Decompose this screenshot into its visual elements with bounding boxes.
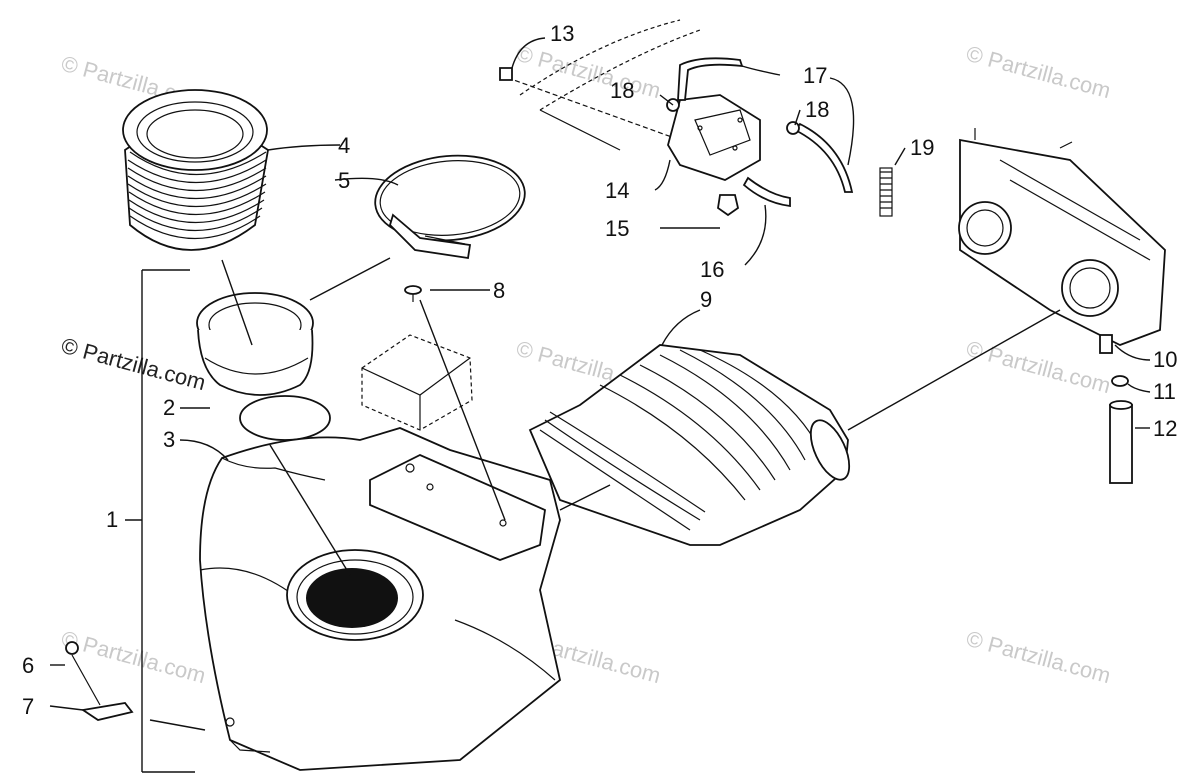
clip-plate-part [71, 654, 134, 721]
bracket-part [361, 285, 473, 431]
watermark: © Partzilla.com [514, 41, 664, 104]
callout-5: 5 [338, 168, 350, 193]
callout-12: 12 [1153, 416, 1177, 441]
clip-part [1111, 375, 1129, 387]
callout-labels: 1 2 3 4 5 6 7 8 9 10 11 12 13 14 15 16 1… [22, 21, 1177, 719]
watermark-prominent: © Partzilla.com [59, 333, 209, 396]
watermark: © Partzilla.com [964, 626, 1114, 689]
callout-2: 2 [163, 395, 175, 420]
callout-6: 6 [22, 653, 34, 678]
callout-15: 15 [605, 216, 629, 241]
callout-3: 3 [163, 427, 175, 452]
callout-16: 16 [700, 257, 724, 282]
callout-18b: 18 [805, 97, 829, 122]
watermark: © Partzilla.com [964, 336, 1114, 399]
watermark: © Partzilla.com [59, 626, 209, 689]
grommet-part [65, 641, 79, 655]
clamp-part [374, 154, 526, 260]
watermark: © Partzilla.com [964, 41, 1114, 104]
intake-duct-part [528, 344, 851, 546]
airbox-housing-part [199, 427, 562, 771]
leader-lines [49, 37, 1151, 773]
spring-part [879, 167, 893, 217]
callout-11: 11 [1153, 379, 1176, 404]
callout-8: 8 [493, 278, 505, 303]
tube-part [1109, 400, 1133, 484]
callout-14: 14 [605, 178, 629, 203]
airbox-intake-opening [306, 568, 398, 628]
fuel-pump-assembly [499, 19, 854, 217]
callout-9: 9 [700, 287, 712, 312]
callout-10: 10 [1153, 347, 1177, 372]
bellows-boot-part [122, 89, 269, 251]
callout-13: 13 [550, 21, 574, 46]
callout-7: 7 [22, 694, 34, 719]
throttle-body-part [958, 128, 1166, 354]
callout-17: 17 [803, 63, 827, 88]
coupler-part [196, 292, 331, 441]
callout-18a: 18 [610, 78, 634, 103]
callout-1: 1 [106, 507, 118, 532]
callout-19: 19 [910, 135, 934, 160]
callout-4: 4 [338, 133, 350, 158]
